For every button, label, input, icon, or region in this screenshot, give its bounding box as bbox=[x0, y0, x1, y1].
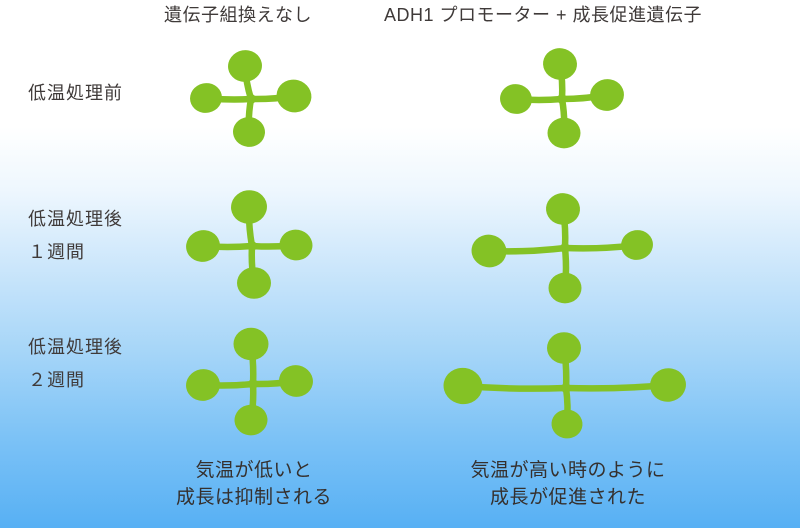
row-label-line: 低温処理前 bbox=[28, 83, 123, 103]
row-label-before-cold: 低温処理前 bbox=[28, 77, 123, 110]
caption-line: 気温が低いと bbox=[195, 460, 313, 481]
row-label-after-1week: 低温処理後 １週間 bbox=[28, 203, 123, 269]
plant-week2-transgenic bbox=[443, 332, 686, 439]
row-label-line: １週間 bbox=[28, 242, 85, 262]
caption-control: 気温が低いと 成長は抑制される bbox=[176, 457, 332, 511]
column-header-control: 遺伝子組換えなし bbox=[164, 5, 312, 25]
caption-line: 成長は抑制される bbox=[175, 487, 333, 508]
plant-before-control bbox=[190, 50, 312, 147]
row-label-line: ２週間 bbox=[28, 370, 85, 390]
caption-line: 成長が促進された bbox=[489, 487, 647, 508]
row-label-line: 低温処理後 bbox=[28, 209, 123, 229]
plant-before-transgenic bbox=[500, 48, 624, 149]
caption-transgenic: 気温が高い時のように 成長が促進された bbox=[470, 457, 665, 511]
column-header-transgenic: ADH1 プロモーター + 成長促進遺伝子 bbox=[383, 5, 703, 25]
plant-week1-control bbox=[186, 190, 313, 299]
plant-week1-transgenic bbox=[471, 193, 653, 304]
plant-week2-control bbox=[186, 327, 313, 436]
row-label-line: 低温処理後 bbox=[28, 337, 123, 357]
row-label-after-2weeks: 低温処理後 ２週間 bbox=[28, 331, 123, 397]
caption-line: 気温が高い時のように bbox=[470, 460, 666, 481]
